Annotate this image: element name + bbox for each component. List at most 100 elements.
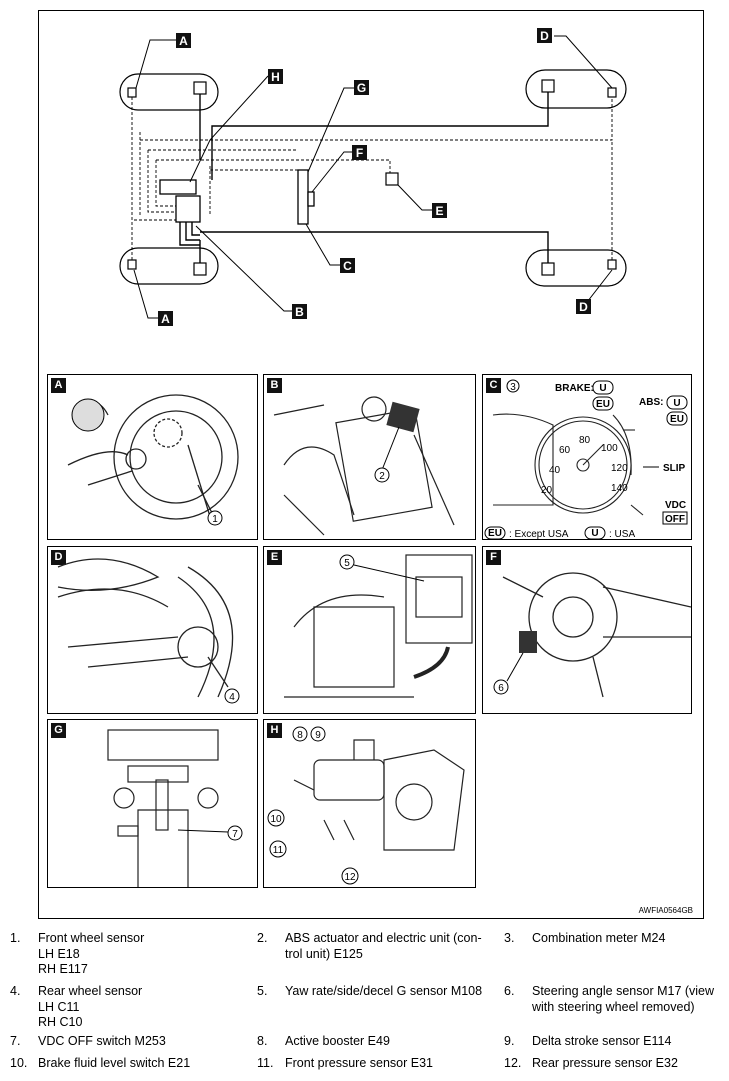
wheel-rear-right xyxy=(525,249,627,287)
tag-d-rear-upper: D xyxy=(540,29,549,43)
legend-text: Rear wheel sensor xyxy=(38,984,143,998)
slip-label: SLIP xyxy=(663,463,686,474)
panel-a-front-wheel-sensor: A 1 xyxy=(47,374,258,540)
panel-c-combination-meter: C 3 20 40 60 80 100 120 140 BRAKE: U EU … xyxy=(482,374,692,540)
tag-f: F xyxy=(356,146,363,160)
speed-tick-40: 40 xyxy=(549,465,561,476)
legend-text: Active booster E49 xyxy=(285,1034,390,1048)
wheel-front-left xyxy=(119,73,219,111)
callout-1: 1 xyxy=(212,514,218,525)
legend-text: Front wheel sensor xyxy=(38,931,145,945)
legend-eu-badge: EU xyxy=(488,528,502,539)
abs-u-badge: U xyxy=(673,398,680,409)
legend-text: VDC OFF switch M253 xyxy=(38,1034,166,1048)
callout-9: 9 xyxy=(315,730,321,741)
panel-tag: G xyxy=(51,723,66,738)
callout-12: 12 xyxy=(344,872,356,883)
vdc-off-switch-illustration: 7 xyxy=(107,729,243,887)
callout-3: 3 xyxy=(510,382,516,393)
steering-angle-sensor-illustration: 6 xyxy=(493,572,691,698)
callout-8: 8 xyxy=(297,730,303,741)
figure-id: AWFIA0564GB xyxy=(638,906,693,915)
tag-e: E xyxy=(435,204,443,218)
panel-tag: H xyxy=(267,723,282,738)
legend-num: 2. xyxy=(257,931,268,945)
panel-d-rear-wheel-sensor: D 4 xyxy=(47,546,258,714)
callout-7: 7 xyxy=(232,829,238,840)
yaw-rate-sensor-illustration: 5 xyxy=(284,554,473,698)
callout-11: 11 xyxy=(273,845,284,856)
panel-b-abs-actuator: B 2 xyxy=(263,374,476,540)
legend-text: Yaw rate/side/decel G sensor M108 xyxy=(285,984,483,998)
wheel-rear-left xyxy=(525,69,627,109)
legend-text: LH C11 xyxy=(38,999,80,1014)
tag-a-front-upper: A xyxy=(179,34,188,48)
figure-frame xyxy=(38,10,704,919)
legend-num: 11. xyxy=(257,1056,274,1070)
vdc-label: VDC xyxy=(665,500,686,511)
abs-eu-badge: EU xyxy=(670,414,684,425)
speed-tick-80: 80 xyxy=(579,435,591,446)
wheel-front-right xyxy=(119,247,219,285)
legend-text: RH C10 xyxy=(38,1015,83,1029)
speed-tick-140: 140 xyxy=(611,483,628,494)
brake-label: BRAKE: xyxy=(555,383,594,394)
callout-2: 2 xyxy=(379,471,385,482)
panel-g-vdc-off-switch: G 7 xyxy=(47,719,258,888)
tag-h: H xyxy=(271,70,280,84)
tag-g: G xyxy=(357,81,366,95)
legend-text: Steering angle sensor M17 (view xyxy=(532,984,715,998)
legend-num: 12. xyxy=(504,1056,522,1070)
legend-text: Front pressure sensor E31 xyxy=(285,1056,433,1070)
tag-a-front-lower: A xyxy=(161,312,170,326)
legend-text: with steering wheel removed) xyxy=(532,999,695,1014)
legend-text: ABS actuator and electric unit (con- xyxy=(285,931,482,945)
legend-num: 10. xyxy=(10,1056,28,1070)
tag-d-rear-lower: D xyxy=(579,300,588,314)
callout-6: 6 xyxy=(498,683,504,694)
legend-num: 4. xyxy=(10,984,21,998)
vdc-off-label: OFF xyxy=(665,514,685,525)
panel-tag: B xyxy=(267,378,282,393)
legend-text: LH E18 xyxy=(38,946,80,961)
tag-b: B xyxy=(295,305,304,319)
legend-text: Delta stroke sensor E114 xyxy=(532,1034,672,1048)
legend-text: Brake fluid level switch E21 xyxy=(38,1056,191,1070)
callout-4: 4 xyxy=(229,692,235,703)
panel-tag: C xyxy=(486,378,501,393)
front-wheel-illustration: 1 xyxy=(67,394,239,526)
combination-meter-illustration: 3 20 40 60 80 100 120 140 BRAKE: U EU AB… xyxy=(484,379,688,540)
legend-num: 8. xyxy=(257,1034,268,1048)
except-usa-text: : Except USA xyxy=(509,529,569,540)
component-layout-diagram: A A H B G F E C D D xyxy=(119,28,627,326)
speed-tick-120: 120 xyxy=(611,463,628,474)
legend-num: 7. xyxy=(10,1034,21,1048)
panel-tag: D xyxy=(51,550,66,565)
legend-num: 1. xyxy=(10,931,21,945)
panel-h-active-booster: H 8 9 10 11 12 xyxy=(263,719,476,888)
legend-num: 5. xyxy=(257,984,268,998)
legend-text: Combination meter M24 xyxy=(532,931,666,945)
usa-text: : USA xyxy=(609,529,635,540)
legend-text: Rear pressure sensor E32 xyxy=(532,1056,678,1070)
legend-num: 9. xyxy=(504,1034,515,1048)
abs-actuator-illustration: 2 xyxy=(273,396,455,536)
tag-c: C xyxy=(343,259,352,273)
panel-tag: A xyxy=(51,378,66,393)
abs-label: ABS: xyxy=(639,397,663,408)
legend-u-badge: U xyxy=(591,528,598,539)
speed-tick-20: 20 xyxy=(541,485,553,496)
callout-5: 5 xyxy=(344,558,350,569)
panel-tag: F xyxy=(486,550,501,565)
panel-f-steering-angle-sensor: F 6 xyxy=(482,546,692,714)
legend-num: 6. xyxy=(504,984,515,998)
brake-u-badge: U xyxy=(599,383,606,394)
callout-10: 10 xyxy=(270,814,282,825)
active-booster-illustration: 8 9 10 11 12 xyxy=(267,726,465,885)
panel-tag: E xyxy=(267,550,282,565)
panel-e-yaw-rate-sensor: E 5 xyxy=(263,546,476,714)
rear-wheel-illustration: 4 xyxy=(57,558,240,704)
legend-num: 3. xyxy=(504,931,515,945)
brake-eu-badge: EU xyxy=(596,399,610,410)
speed-tick-60: 60 xyxy=(559,445,571,456)
